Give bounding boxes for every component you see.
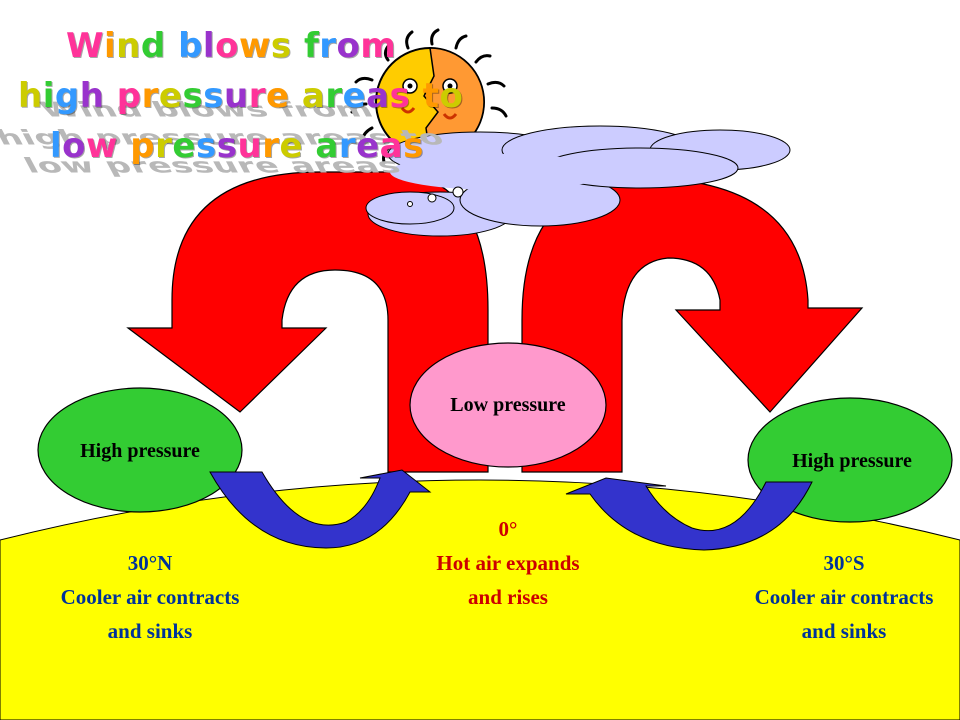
right-latitude-block: 30°S Cooler air contracts and sinks (728, 546, 960, 648)
left-desc-line-1: Cooler air contracts (60, 585, 240, 609)
right-surface-wind-arrow (565, 477, 813, 551)
cloud-icon (365, 125, 791, 237)
left-desc-line-2: and sinks (107, 619, 193, 643)
left-latitude-block: 30°N Cooler air contracts and sinks (40, 546, 260, 648)
lat-0-label: 0° (498, 517, 518, 541)
center-desc-line-2: and rises (468, 585, 548, 609)
center-desc-line-1: Hot air expands (436, 551, 580, 575)
lat-30n-label: 30°N (127, 551, 173, 575)
lat-30s-label: 30°S (823, 551, 865, 575)
low-pressure-center (409, 342, 607, 468)
left-surface-wind-arrow (209, 469, 432, 549)
right-desc-line-2: and sinks (801, 619, 887, 643)
low-pressure-label: Low pressure (450, 394, 566, 416)
sun-face-icon (350, 28, 508, 164)
title-line-2: high pressure areas to (18, 76, 464, 116)
center-latitude-block: 0° Hot air expands and rises (398, 512, 618, 614)
high-pressure-left (37, 387, 243, 513)
title-line-1: Wind blows from (66, 26, 397, 66)
title-line-3: low pressure areas (50, 126, 424, 166)
right-desc-line-1: Cooler air contracts (754, 585, 934, 609)
high-pressure-left-label: High pressure (80, 440, 200, 462)
high-pressure-right-label: High pressure (792, 450, 912, 472)
